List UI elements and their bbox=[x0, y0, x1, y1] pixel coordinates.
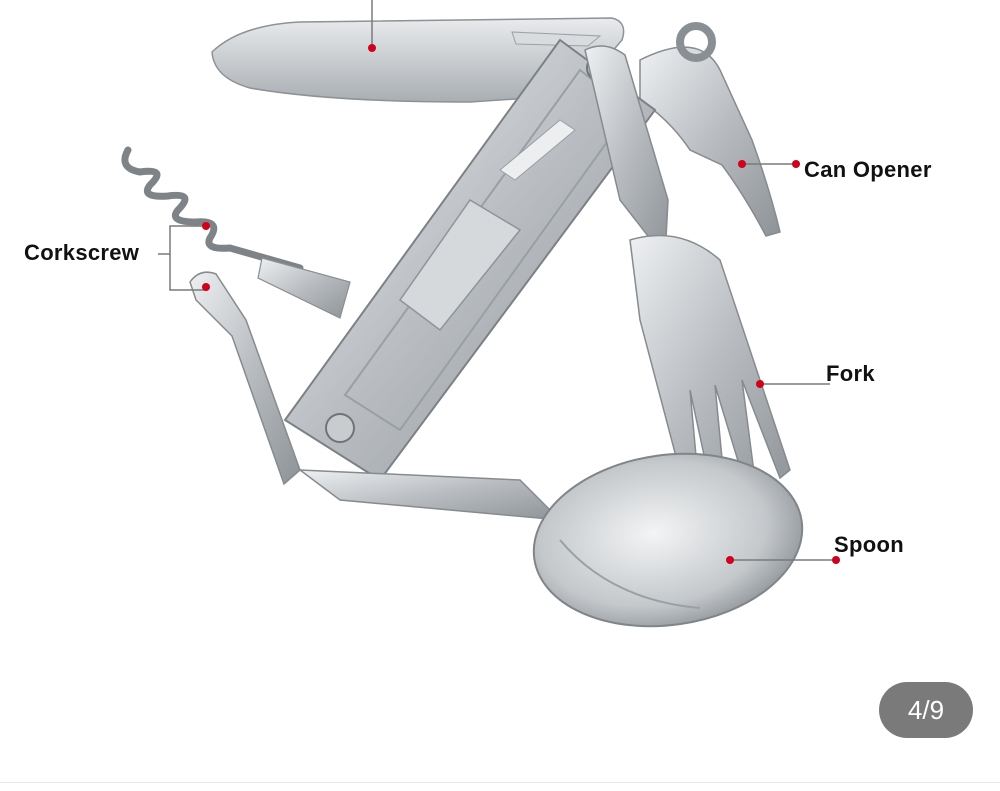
corkscrew-tool bbox=[121, 146, 351, 319]
fork-label: Fork bbox=[826, 361, 875, 386]
callout-markers bbox=[202, 44, 840, 564]
gallery-page-counter: 4/9 bbox=[879, 682, 973, 738]
fork-tool bbox=[584, 45, 791, 503]
spoon-label: Spoon bbox=[834, 532, 904, 557]
knife-blade bbox=[211, 17, 625, 103]
callout-lines bbox=[158, 0, 836, 561]
divider bbox=[0, 782, 1000, 783]
can-opener-tool bbox=[639, 22, 781, 237]
corkscrew-label: Corkscrew bbox=[24, 240, 140, 265]
spoon-tool bbox=[297, 452, 804, 628]
can-opener-label: Can Opener bbox=[804, 157, 932, 182]
bottle-opener-lever bbox=[189, 271, 301, 486]
